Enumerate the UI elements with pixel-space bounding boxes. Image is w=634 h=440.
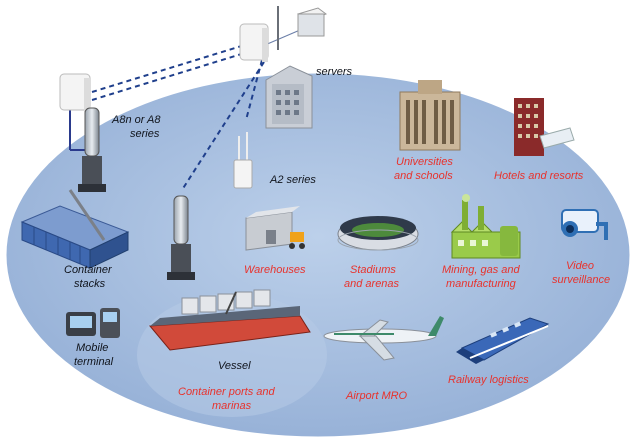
ship-icon xyxy=(148,289,311,351)
train-icon xyxy=(456,317,550,364)
airport-label: Airport MRO xyxy=(346,390,408,402)
container-stack-icon xyxy=(20,189,130,269)
router-icon xyxy=(59,73,91,112)
router-icon xyxy=(239,23,269,62)
antenna-icon xyxy=(78,107,106,192)
office-building-icon xyxy=(265,65,313,129)
ports-label-1: Container ports and xyxy=(178,386,275,398)
antenna-icon xyxy=(167,195,195,280)
mobile-terminal-label-1: Mobile xyxy=(76,342,109,354)
university-icon xyxy=(399,80,461,151)
factory-icon xyxy=(450,194,521,259)
mobile-terminal-icon xyxy=(66,308,120,338)
stadium-icon xyxy=(337,216,419,251)
vessel-label: Vessel xyxy=(218,360,251,372)
container-stacks-label-2: stacks xyxy=(74,278,106,290)
railway-label: Railway logistics xyxy=(448,374,529,386)
container-stacks-label-1: Container xyxy=(64,264,112,276)
ports-label-2: marinas xyxy=(212,400,252,412)
warehouses-label: Warehouses xyxy=(244,264,306,276)
camera-icon xyxy=(561,209,608,240)
stadiums-label-1: Stadiums xyxy=(350,264,396,276)
a8n-label: A8n or A8 xyxy=(112,114,161,126)
antenna-icon xyxy=(233,132,253,189)
video-label-1: Video xyxy=(566,260,594,272)
universities-label-2: and schools xyxy=(394,170,453,182)
hotels-label: Hotels and resorts xyxy=(494,170,584,182)
server-icon xyxy=(277,6,328,50)
a2-series-label: A2 series xyxy=(270,174,316,186)
universities-label-1: Universities xyxy=(396,156,453,168)
video-label-2: surveillance xyxy=(552,274,611,286)
airplane-icon xyxy=(323,316,444,361)
warehouse-icon xyxy=(245,206,305,251)
series-label: series xyxy=(130,128,160,140)
stadiums-label-2: and arenas xyxy=(344,278,400,290)
servers-label: servers xyxy=(316,66,353,78)
hotel-icon xyxy=(514,98,575,156)
mobile-terminal-label-2: terminal xyxy=(74,356,114,368)
mining-label-1: Mining, gas and xyxy=(442,264,520,276)
mining-label-2: manufacturing xyxy=(446,278,516,290)
